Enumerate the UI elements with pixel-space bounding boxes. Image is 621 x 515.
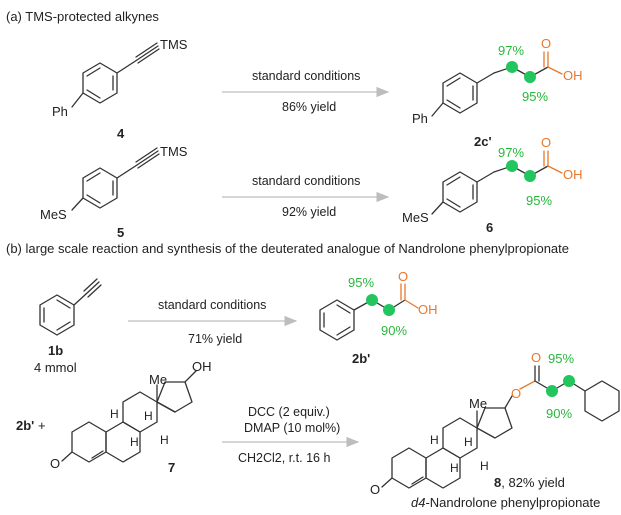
d-incorp-bottom: 90% bbox=[381, 323, 407, 338]
deuterium-dot bbox=[524, 170, 536, 182]
substrate-4-tms: TMS bbox=[160, 37, 188, 52]
product-8-carbonyl-o: O bbox=[531, 350, 541, 365]
product-2c-label: 2c' bbox=[474, 134, 492, 149]
product-8-ester-o: O bbox=[511, 386, 521, 401]
d-incorp-top: 97% bbox=[498, 145, 524, 160]
reaction-b1-yield: 71% yield bbox=[188, 332, 242, 346]
product-2b-label: 2b' bbox=[352, 351, 370, 366]
substrate-1b-structure bbox=[39, 278, 102, 336]
acid-oxygen: O bbox=[541, 36, 551, 51]
product-8-me: Me bbox=[469, 396, 487, 411]
product-8-name-rest: -Nandrolone phenylpropionate bbox=[425, 495, 600, 510]
substrate-4-label: 4 bbox=[117, 126, 125, 141]
product-8-caption: 8, 82% yield bbox=[494, 475, 565, 490]
d-incorp-top: 95% bbox=[548, 351, 574, 366]
product-2c-ph: Ph bbox=[412, 111, 428, 126]
section-b-title: (b) large scale reaction and synthesis o… bbox=[6, 241, 569, 256]
reaction-a2-conditions: standard conditions bbox=[252, 174, 360, 188]
deuterium-dot bbox=[366, 294, 378, 306]
deuterium-dot bbox=[563, 375, 575, 387]
product-8-yield: , 82% yield bbox=[501, 475, 565, 490]
steroid-7-h: H bbox=[110, 407, 119, 421]
steroid-7-oh: OH bbox=[192, 359, 212, 374]
deuterium-dot bbox=[383, 304, 395, 316]
deuterium-dot bbox=[506, 160, 518, 172]
reaction-b2-conditions-3: CH2Cl2, r.t. 16 h bbox=[238, 451, 330, 465]
d-incorp-top: 95% bbox=[348, 275, 374, 290]
substrate-5-label: 5 bbox=[117, 225, 124, 240]
acid-oh: OH bbox=[563, 68, 583, 83]
product-8-h: H bbox=[480, 459, 489, 473]
reagent-2b-label: 2b' bbox=[16, 418, 34, 433]
product-2c-structure bbox=[431, 51, 563, 117]
substrate-5-structure bbox=[71, 147, 160, 211]
acid-oxygen: O bbox=[541, 135, 551, 150]
reaction-a1-conditions: standard conditions bbox=[252, 69, 360, 83]
substrate-5-mes: MeS bbox=[40, 207, 67, 222]
d-incorp-bottom: 90% bbox=[546, 406, 572, 421]
reaction-a2-yield: 92% yield bbox=[282, 205, 336, 219]
product-8-h: H bbox=[450, 461, 459, 475]
d-incorp-top: 97% bbox=[498, 43, 524, 58]
acid-oh: OH bbox=[418, 302, 438, 317]
steroid-7-ketone-o: O bbox=[50, 456, 60, 471]
substrate-4-ph: Ph bbox=[52, 104, 68, 119]
plus-sign: + bbox=[38, 418, 46, 433]
reaction-b1-conditions: standard conditions bbox=[158, 298, 266, 312]
steroid-7-label: 7 bbox=[168, 460, 175, 475]
product-8-h: H bbox=[464, 435, 473, 449]
product-6-label: 6 bbox=[486, 220, 493, 235]
product-8-h: H bbox=[430, 433, 439, 447]
reaction-b2-conditions-2: DMAP (10 mol%) bbox=[244, 421, 340, 435]
substrate-5-tms: TMS bbox=[160, 144, 188, 159]
steroid-7-structure bbox=[61, 370, 197, 463]
substrate-1b-scale: 4 mmol bbox=[34, 360, 77, 375]
steroid-7-h: H bbox=[160, 433, 169, 447]
deuterium-dot bbox=[506, 61, 518, 73]
product-8-structure bbox=[381, 365, 620, 489]
product-8-label: 8 bbox=[494, 475, 501, 490]
acid-oxygen: O bbox=[398, 269, 408, 284]
substrate-1b-label: 1b bbox=[48, 343, 63, 358]
deuterium-dot bbox=[524, 71, 536, 83]
product-8-name: d4-Nandrolone phenylpropionate bbox=[411, 495, 600, 510]
substrate-4-structure bbox=[71, 42, 160, 108]
section-a-title: (a) TMS-protected alkynes bbox=[6, 9, 159, 24]
reaction-b2-conditions-1: DCC (2 equiv.) bbox=[248, 405, 330, 419]
product-8-name-prefix: d4 bbox=[411, 495, 425, 510]
product-6-mes: MeS bbox=[402, 210, 429, 225]
d-incorp-bottom: 95% bbox=[526, 193, 552, 208]
product-8-ketone-o: O bbox=[370, 482, 380, 497]
acid-oh: OH bbox=[563, 167, 583, 182]
steroid-7-h: H bbox=[130, 435, 139, 449]
deuterium-dot bbox=[546, 385, 558, 397]
steroid-7-h: H bbox=[144, 409, 153, 423]
d-incorp-bottom: 95% bbox=[522, 89, 548, 104]
reaction-a1-yield: 86% yield bbox=[282, 100, 336, 114]
steroid-7-me: Me bbox=[149, 372, 167, 387]
